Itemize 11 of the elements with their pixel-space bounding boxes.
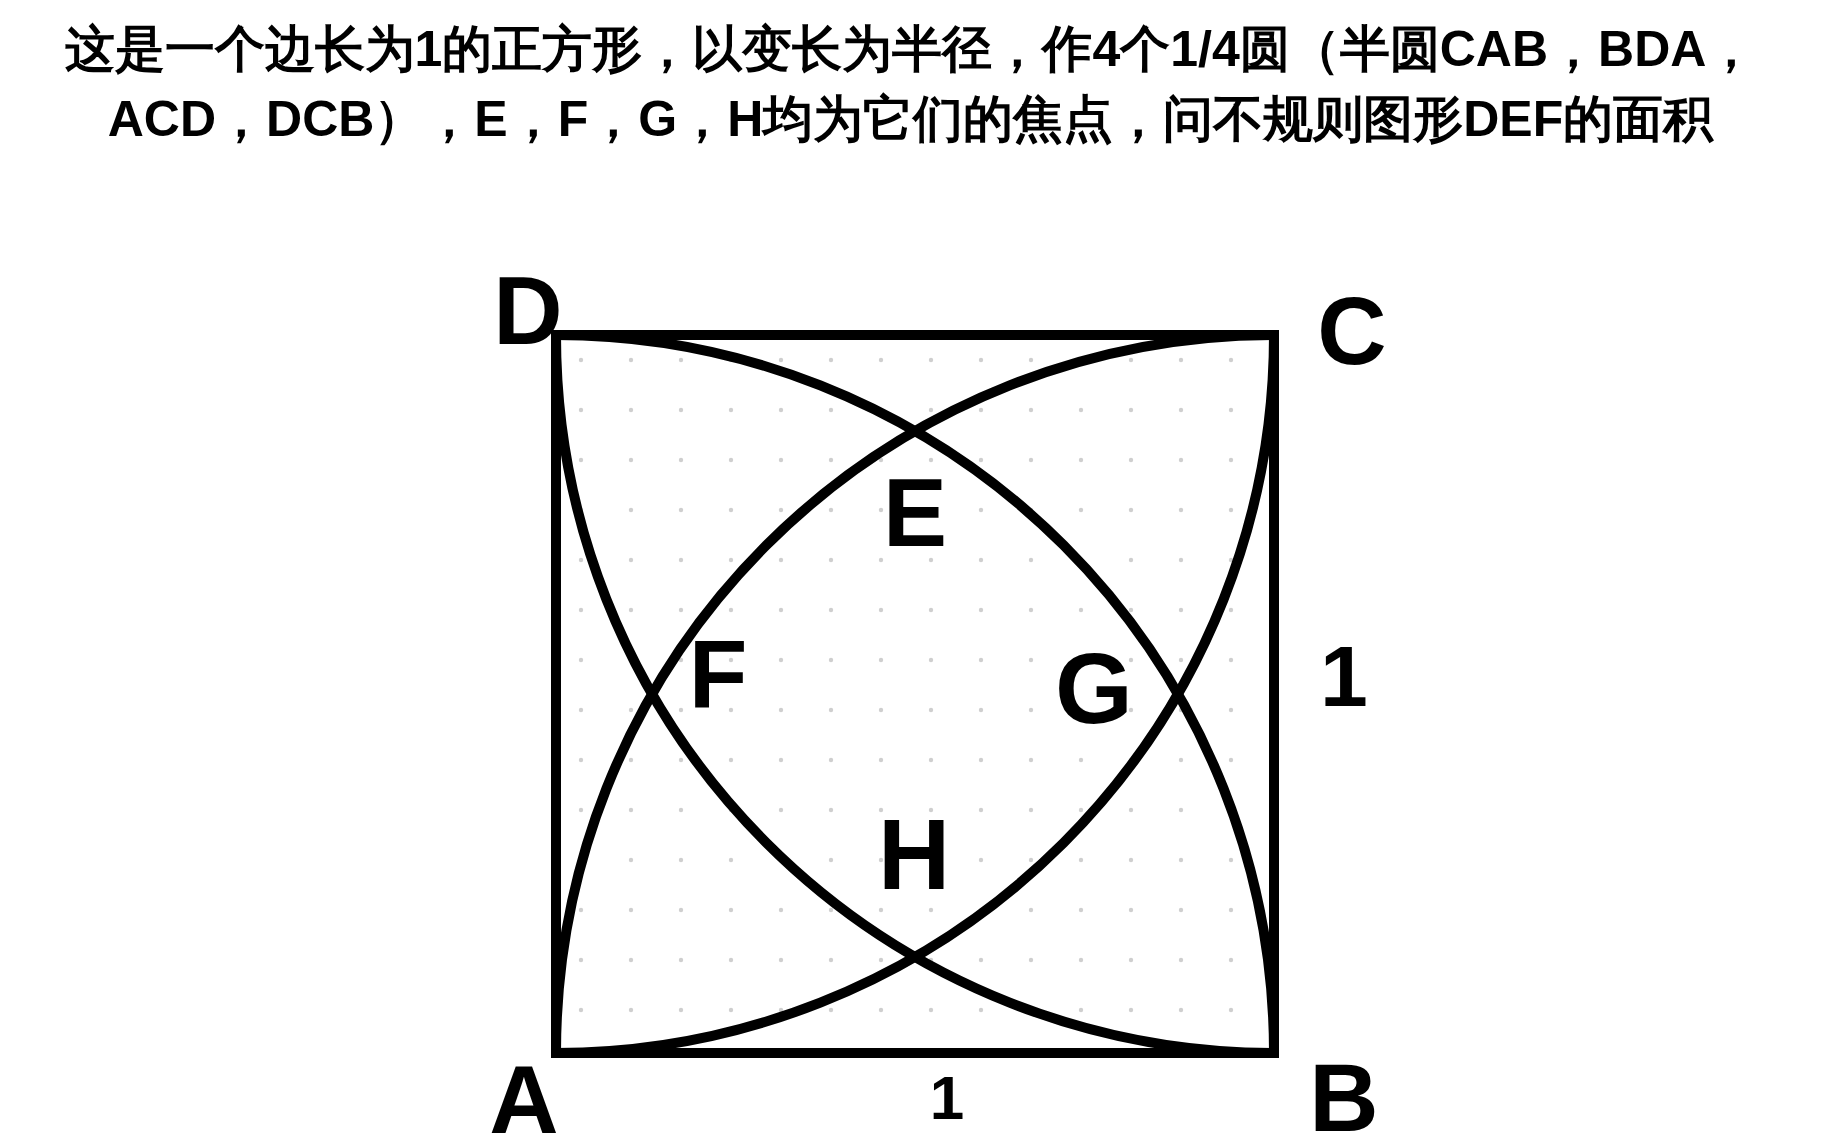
point-label: D bbox=[493, 263, 563, 359]
point-label: A bbox=[489, 1052, 559, 1140]
point-label: E bbox=[883, 465, 947, 561]
point-label: G bbox=[1055, 638, 1133, 738]
point-label: F bbox=[688, 626, 748, 722]
dimension-label: 1 bbox=[1320, 633, 1368, 719]
point-label: H bbox=[877, 804, 951, 904]
point-label: B bbox=[1309, 1050, 1379, 1140]
point-label: C bbox=[1317, 283, 1387, 379]
dimension-label: 1 bbox=[929, 1067, 965, 1129]
title: 这是一个边长为1的正方形，以变长为半径，作4个1/4圆（半圆CAB，BDA，ACD，DCB），E，F，G，H均为它们的焦点，问不规则图形DEF的面积 bbox=[63, 20, 1758, 149]
